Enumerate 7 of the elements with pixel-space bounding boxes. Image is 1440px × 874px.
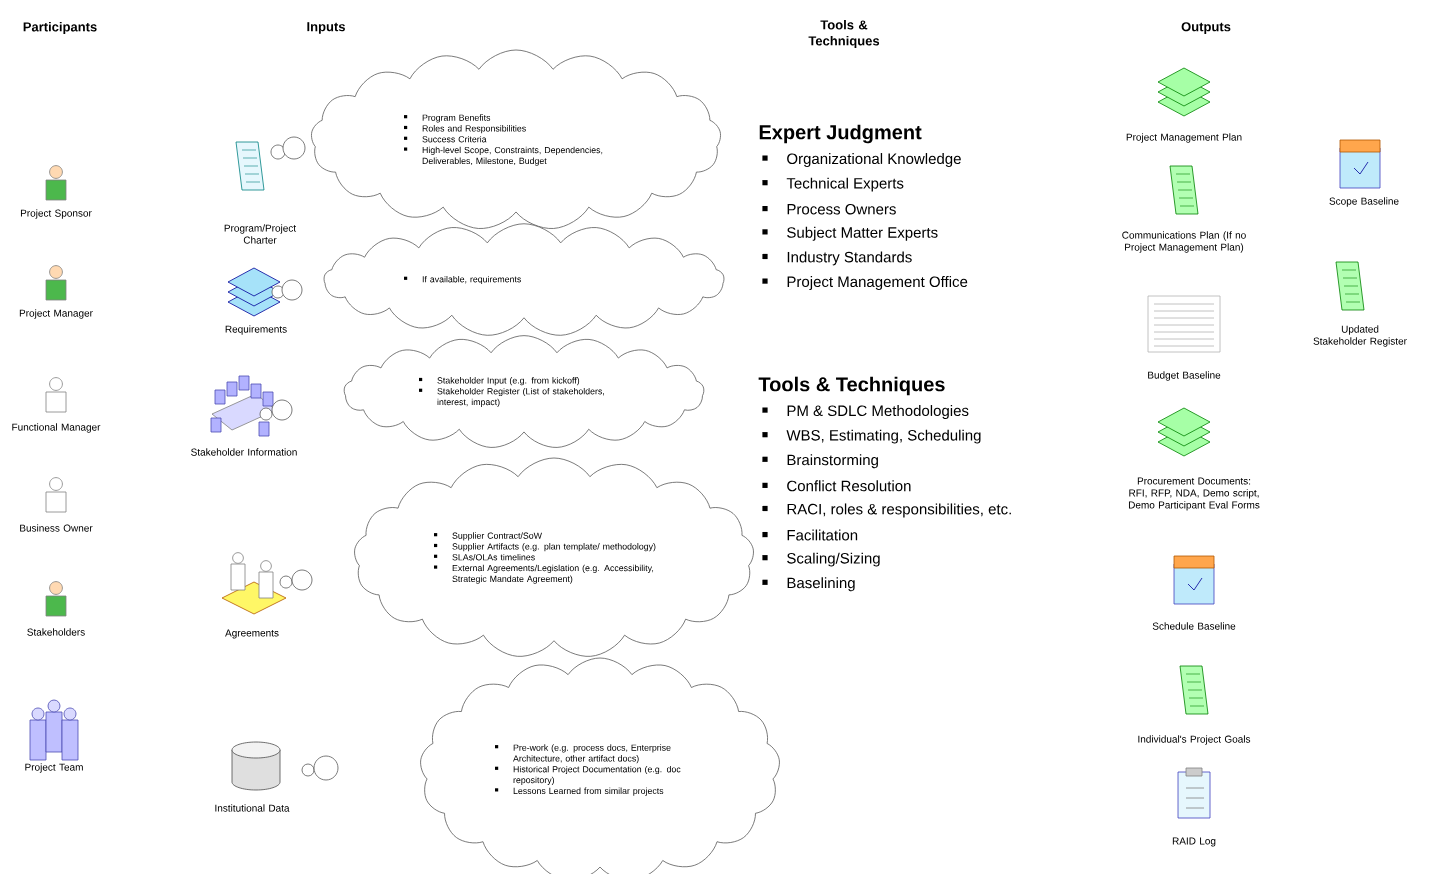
cloud-bubble bbox=[354, 457, 754, 657]
section-heading: Expert Judgment bbox=[759, 124, 922, 144]
cloud-bubble bbox=[343, 335, 705, 448]
section-heading: Tools & Techniques bbox=[758, 376, 945, 396]
cloud-bubble bbox=[311, 49, 721, 229]
cloud-bubble bbox=[323, 223, 725, 336]
cloud-bubble bbox=[420, 657, 780, 874]
